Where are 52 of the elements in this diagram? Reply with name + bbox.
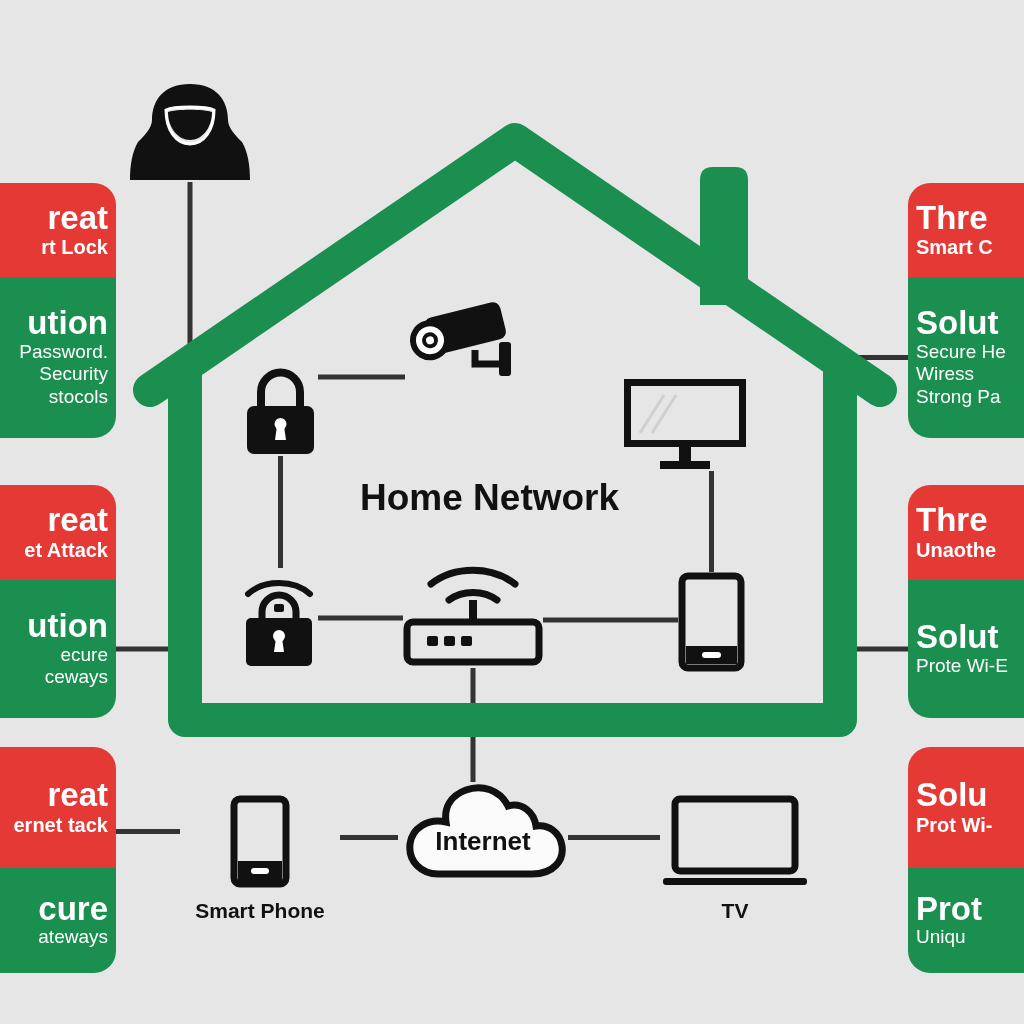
- panel-heading: reat: [46, 503, 108, 538]
- panel-text: ecure ceways: [43, 643, 108, 690]
- cloud-label: Internet: [434, 826, 532, 857]
- panel-text: Secure He Wiress Strong Pa: [916, 340, 1007, 409]
- connector-line: [278, 456, 283, 568]
- panel-heading: cure: [37, 891, 108, 927]
- panel-heading: Thre: [916, 503, 989, 538]
- panel-heading: Solut: [916, 620, 1000, 655]
- panel-heading: Solut: [916, 306, 1000, 341]
- connector-line: [857, 646, 908, 652]
- panel-heading: reat: [46, 778, 108, 813]
- panel-text: rt Lock: [40, 235, 108, 260]
- panel-heading: ution: [26, 608, 108, 644]
- panel-text: Password. Security stocols: [18, 340, 108, 409]
- connector-line: [116, 646, 168, 652]
- panel-heading: Thre: [916, 200, 989, 236]
- panel-heading: ution: [26, 306, 108, 341]
- tablet-icon: [678, 572, 745, 672]
- panel-text: et Attack: [23, 537, 108, 562]
- card-bottom-panel: [0, 277, 116, 438]
- panel-text: ernet tack: [12, 812, 108, 837]
- panel-heading: reat: [46, 200, 108, 236]
- connector-line: [340, 835, 398, 840]
- device-label: TV: [720, 899, 750, 923]
- card-bottom-panel: [0, 580, 116, 718]
- card-top-panel: [908, 485, 1024, 580]
- hooded-person-icon: [130, 82, 250, 182]
- connector-line: [318, 615, 403, 621]
- panel-text: Prote Wi-E: [916, 654, 1009, 678]
- panel-heading: Prot: [916, 891, 983, 927]
- card-top-panel: [0, 485, 116, 580]
- card-bottom-panel: [0, 868, 116, 973]
- card-bottom-panel: [908, 277, 1024, 438]
- connector-line: [709, 471, 714, 572]
- panel-heading: Solu: [916, 778, 989, 813]
- card-bottom-panel: [908, 868, 1024, 973]
- panel-text: ateways: [37, 926, 108, 950]
- card-top-panel: [908, 183, 1024, 277]
- card-top-panel: [0, 747, 116, 868]
- panel-text: Unaothe: [916, 537, 997, 562]
- card-top-panel: [0, 183, 116, 277]
- connector-line: [568, 835, 660, 840]
- device-label: Smart Phone: [194, 899, 326, 923]
- connector-line: [318, 374, 405, 380]
- connector-line: [116, 829, 180, 834]
- panel-text: Prot Wi-: [916, 812, 994, 837]
- card-top-panel: [908, 747, 1024, 868]
- network-title: Home Network: [360, 477, 620, 519]
- panel-text: Uniqu: [916, 926, 967, 950]
- panel-text: Smart C: [916, 235, 994, 260]
- connector-line: [543, 617, 678, 623]
- card-bottom-panel: [908, 580, 1024, 718]
